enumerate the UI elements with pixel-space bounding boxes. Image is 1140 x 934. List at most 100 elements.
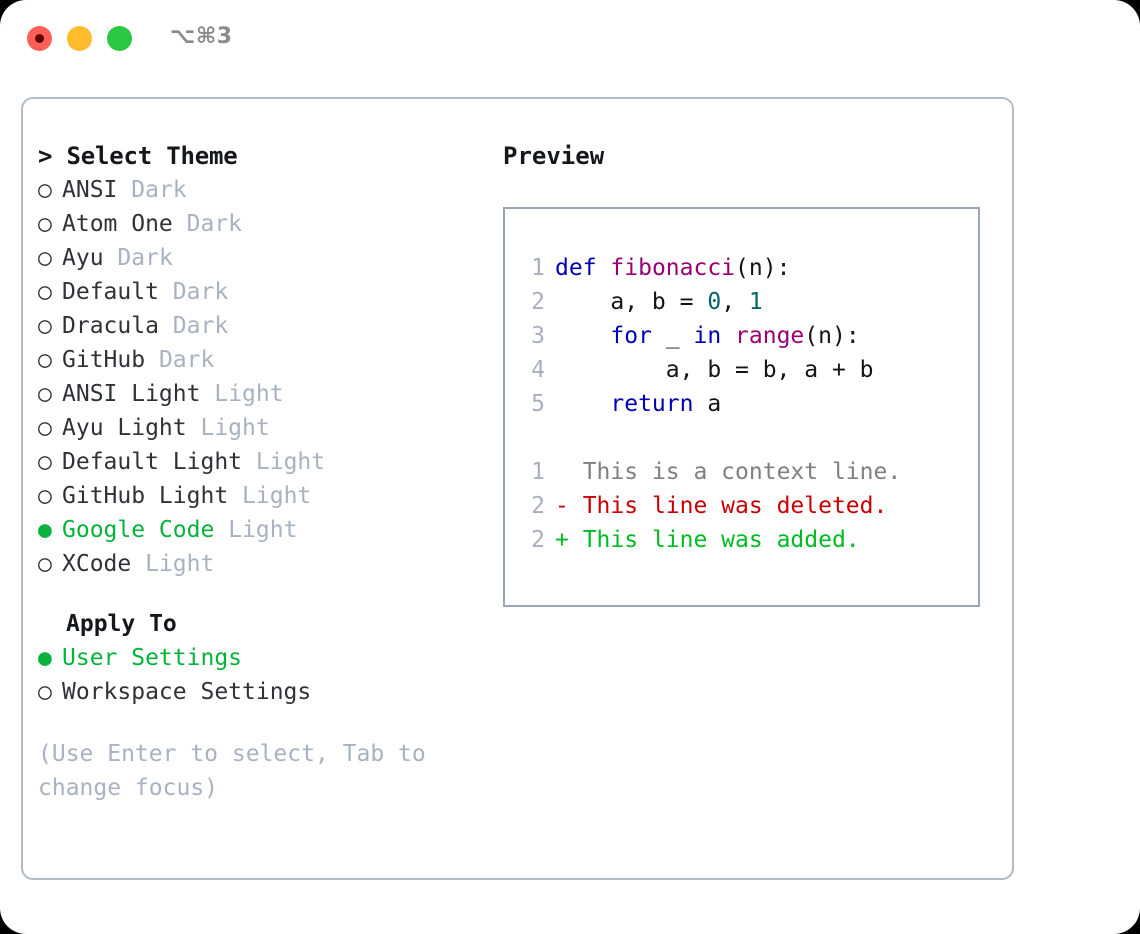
theme-kind-badge: Light [255, 449, 326, 475]
theme-name-label: GitHub Light [62, 483, 229, 509]
theme-name-label: Default Light [62, 449, 243, 475]
code-token-plain [555, 391, 610, 417]
theme-name-label: Default [62, 279, 159, 305]
preview-heading: Preview [503, 142, 605, 170]
line-number: 5 [531, 391, 545, 417]
code-token-plain: a [693, 391, 722, 417]
radio-unselected-icon[interactable]: ○ [38, 415, 52, 441]
theme-name-label: ANSI [62, 177, 118, 203]
code-token-plain: _ [651, 323, 694, 349]
spacer [159, 279, 173, 305]
spacer [242, 449, 256, 475]
radio-unselected-icon[interactable]: ○ [38, 313, 52, 339]
line-number: 4 [531, 357, 545, 383]
radio-unselected-icon[interactable]: ○ [38, 177, 52, 203]
maximize-window-button[interactable] [107, 26, 132, 51]
theme-row[interactable]: ○Ayu Dark [38, 241, 478, 275]
theme-kind-badge: Dark [158, 347, 215, 373]
theme-kind-badge: Dark [172, 313, 229, 339]
theme-name-label: Google Code [62, 517, 215, 543]
code-token-num: 0 [707, 289, 722, 315]
radio-unselected-icon[interactable]: ○ [38, 551, 52, 577]
close-window-button[interactable] [27, 26, 52, 51]
radio-unselected-icon[interactable]: ○ [38, 211, 52, 237]
code-text: a, b = b, a + b [545, 357, 874, 383]
code-text: a, b = 0, 1 [545, 289, 763, 315]
radio-unselected-icon[interactable]: ○ [38, 449, 52, 475]
spacer [145, 347, 159, 373]
radio-unselected-icon[interactable]: ○ [38, 279, 52, 305]
theme-row[interactable]: ○Atom One Dark [38, 207, 478, 241]
keyboard-hint-text: (Use Enter to select, Tab to change focu… [38, 741, 440, 801]
apply-to-label-text: User Settings [62, 645, 243, 671]
theme-kind-badge: Dark [186, 211, 243, 237]
diff-line: 1 This is a context line. [517, 455, 972, 489]
theme-kind-badge: Dark [117, 245, 173, 271]
radio-unselected-icon[interactable]: ○ [38, 347, 52, 373]
theme-row[interactable]: ○Ayu Light Light [38, 411, 478, 445]
code-token-plain: a, b = [555, 289, 708, 315]
theme-row[interactable]: ○ GitHub Light Light [38, 479, 478, 513]
radio-selected-icon[interactable]: ● [38, 517, 52, 543]
line-number: 2 [531, 493, 545, 519]
spacer [173, 211, 187, 237]
code-token-plain: a, b = b, a + b [555, 357, 874, 383]
diff-text: + This line was added. [545, 527, 860, 553]
code-line: 5 return a [517, 387, 972, 421]
apply-to-row[interactable]: ● User Settings [38, 641, 478, 675]
theme-kind-badge: Dark [172, 279, 229, 305]
apply-to-heading: Apply To [66, 611, 177, 637]
theme-kind-badge: Light [145, 551, 215, 577]
tui-panel: > Select Theme ○ANSI Dark○Atom One Dark○… [21, 97, 1014, 880]
theme-row[interactable]: ○ANSI Light Light [38, 377, 478, 411]
theme-row[interactable]: ○ Default Dark [38, 275, 478, 309]
keyboard-shortcut-label: ⌥⌘3 [170, 24, 233, 49]
diff-marker [555, 459, 583, 485]
line-number: 1 [531, 459, 545, 485]
theme-kind-badge: Light [200, 415, 270, 441]
diff-line: 2+ This line was added. [517, 523, 972, 557]
diff-text: This is a context line. [545, 459, 902, 485]
code-token-kw: for [610, 323, 652, 349]
spacer [187, 415, 201, 441]
theme-row[interactable]: ○ GitHub Dark [38, 343, 478, 377]
theme-row[interactable]: ○ XCode Light [38, 547, 478, 581]
code-text: return a [545, 391, 721, 417]
theme-row[interactable]: ●Google Code Light [38, 513, 478, 547]
code-line: 3 for _ in range(n): [517, 319, 972, 353]
code-token-kw: return [610, 391, 694, 417]
radio-unselected-icon[interactable]: ○ [38, 679, 52, 705]
spacer [104, 245, 118, 271]
theme-picker-column: > Select Theme ○ANSI Dark○Atom One Dark○… [38, 139, 478, 805]
theme-kind-badge: Light [214, 381, 284, 407]
minimize-window-button[interactable] [67, 26, 92, 51]
select-theme-heading: > Select Theme [38, 142, 238, 170]
code-token-fn: fibonacci [610, 255, 736, 281]
code-token-kw: def [555, 255, 597, 281]
apply-to-row[interactable]: ○Workspace Settings [38, 675, 478, 709]
theme-row[interactable]: ○ Default Light Light [38, 445, 478, 479]
diff-content: This line was added. [582, 527, 860, 553]
code-line: 2 a, b = 0, 1 [517, 285, 972, 319]
radio-unselected-icon[interactable]: ○ [38, 245, 52, 271]
radio-unselected-icon[interactable]: ○ [38, 381, 52, 407]
theme-kind-badge: Light [242, 483, 312, 509]
spacer [131, 551, 145, 577]
theme-name-label: GitHub [62, 347, 146, 373]
theme-row[interactable]: ○ANSI Dark [38, 173, 478, 207]
code-token-num: 1 [748, 289, 763, 315]
diff-content: This is a context line. [582, 459, 902, 485]
spacer [214, 517, 228, 543]
radio-unselected-icon[interactable]: ○ [38, 483, 52, 509]
theme-row[interactable]: ○Dracula Dark [38, 309, 478, 343]
radio-selected-icon[interactable]: ● [38, 645, 52, 671]
diff-content: This line was deleted. [582, 493, 888, 519]
diff-marker: - [555, 493, 583, 519]
theme-name-label: XCode [62, 551, 132, 577]
spacer [117, 177, 131, 203]
